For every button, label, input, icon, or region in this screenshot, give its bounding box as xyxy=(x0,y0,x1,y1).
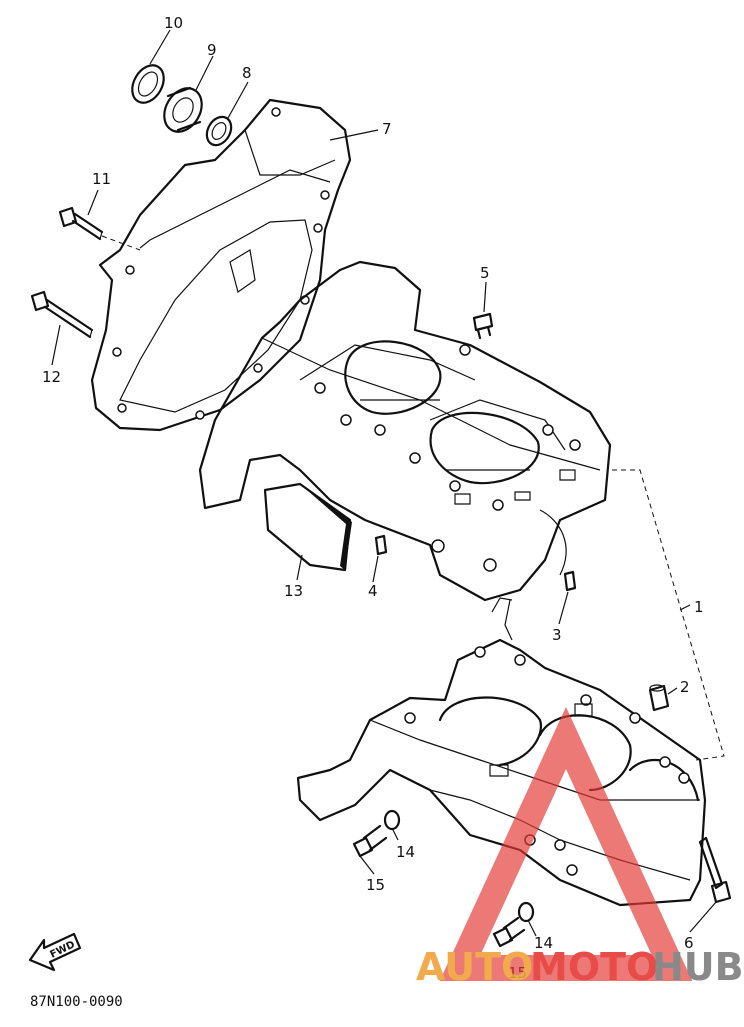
callout-7: 7 xyxy=(382,120,392,138)
fwd-label: FWD xyxy=(48,939,76,960)
callout-15a: 15 xyxy=(366,876,385,894)
watermark-triangle xyxy=(439,706,693,981)
cover-plate xyxy=(263,482,352,572)
watermark-hub: HUB xyxy=(652,945,744,989)
washer-14b xyxy=(517,901,535,923)
dowel-2 xyxy=(648,684,670,712)
callout-9: 9 xyxy=(207,41,217,59)
flange-bolt-15b xyxy=(492,916,526,948)
dowel-pin-4 xyxy=(374,534,388,556)
callout-13: 13 xyxy=(284,582,303,600)
oil-seal xyxy=(131,64,165,104)
watermark-auto: AUTO xyxy=(416,945,533,989)
watermark-logo: AUTO MOTO HUB xyxy=(416,706,744,989)
callout-numbers: 10 9 8 7 11 12 5 13 4 3 1 2 14 15 14 15 … xyxy=(42,14,704,982)
callout-8: 8 xyxy=(242,64,252,82)
side-cover xyxy=(90,98,352,432)
upper-crankcase xyxy=(198,260,612,602)
bolt-11 xyxy=(58,206,141,251)
callout-10: 10 xyxy=(164,14,183,32)
callout-2: 2 xyxy=(680,678,690,696)
plug-bolt xyxy=(472,312,494,340)
callout-3: 3 xyxy=(552,626,562,644)
bolt-6 xyxy=(698,836,732,904)
fwd-arrow-icon: FWD xyxy=(28,932,82,972)
callout-5: 5 xyxy=(480,264,490,282)
callout-4: 4 xyxy=(368,582,378,600)
bearing xyxy=(163,86,203,133)
callout-6: 6 xyxy=(684,934,694,952)
callout-14a: 14 xyxy=(396,843,415,861)
part-code: 87N100-0090 xyxy=(30,994,123,1010)
flange-bolt-15a xyxy=(352,824,388,858)
callout-1: 1 xyxy=(694,598,704,616)
dowel-pin-3 xyxy=(563,570,577,592)
callout-12: 12 xyxy=(42,368,61,386)
washer-14a xyxy=(383,809,401,831)
ring xyxy=(205,115,233,147)
watermark-moto: MOTO xyxy=(530,945,658,989)
callout-11: 11 xyxy=(92,170,111,188)
bolt-12 xyxy=(30,290,94,339)
callout-14b: 14 xyxy=(534,934,553,952)
leader-lines xyxy=(51,29,725,937)
